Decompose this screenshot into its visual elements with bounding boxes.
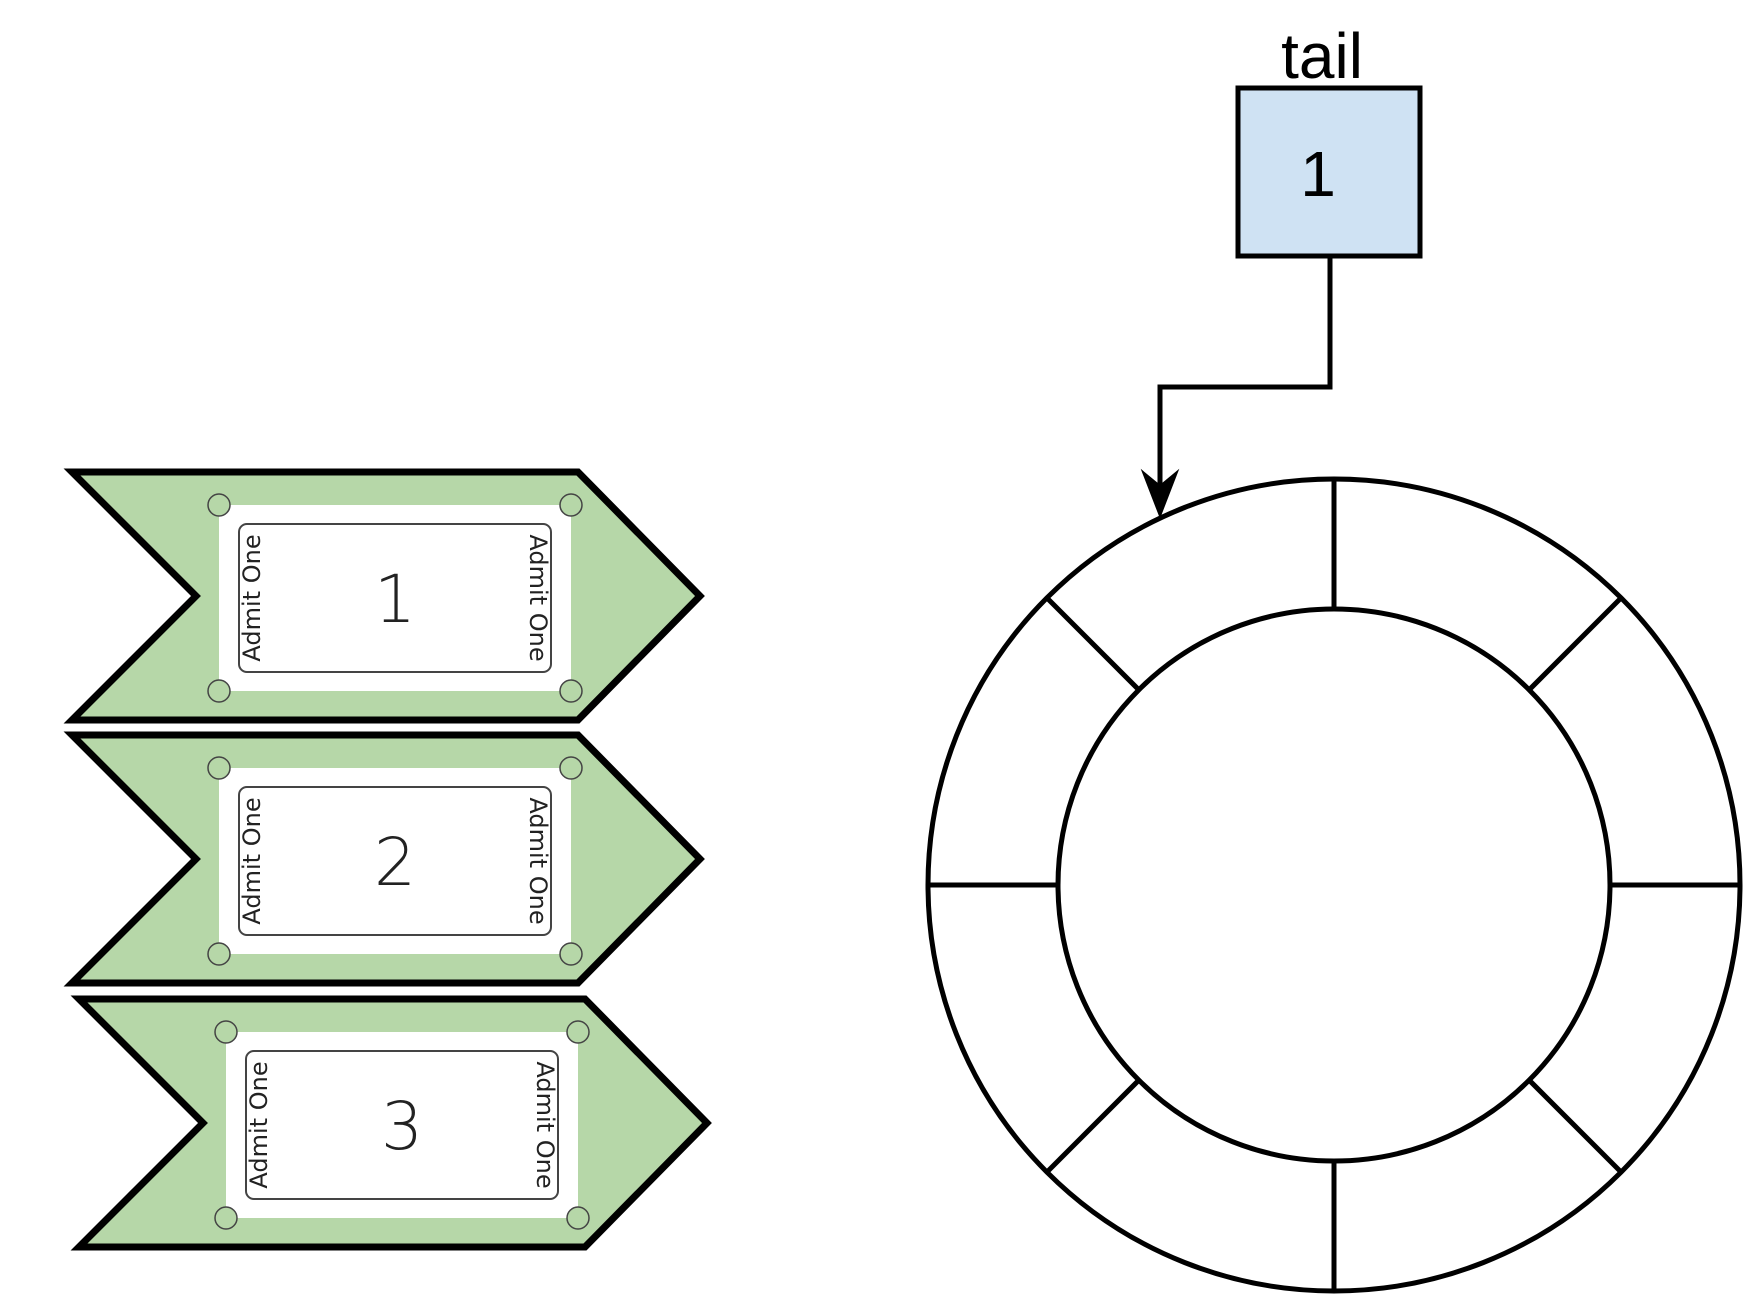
ticket-card — [219, 505, 571, 691]
ticket-corner-notch — [207, 493, 231, 517]
ticket-corner-notch — [207, 942, 231, 966]
ring-slot-divider — [1045, 596, 1141, 692]
ring-slot-divider — [1527, 1078, 1623, 1174]
ticket-chevron-3: 3 Admit One Admit One — [70, 995, 712, 1251]
ticket-right-text: Admit One — [524, 534, 552, 661]
tail-arrow-head — [1140, 468, 1180, 519]
ticket-corner-notch — [566, 1020, 590, 1044]
ticket-inner-border — [238, 786, 552, 936]
ticket-inner-border — [245, 1050, 559, 1200]
ring-buffer — [925, 476, 1743, 1294]
ticket-corner-notch — [559, 756, 583, 780]
ticket-corner-notch — [207, 679, 231, 703]
ticket-left-text: Admit One — [238, 534, 266, 661]
ticket-chevron-1: 1 Admit One Admit One — [63, 468, 705, 724]
tail-arrow-line — [1157, 256, 1333, 485]
tail-value: 1 — [1300, 138, 1336, 210]
tail-pointer: tail 1 — [1140, 20, 1423, 519]
ticket-corner-notch — [559, 942, 583, 966]
ring-slot-divider — [1527, 596, 1623, 692]
ring-dividers — [928, 479, 1740, 1291]
ticket-number: 3 — [381, 1088, 423, 1165]
ticket-left-text: Admit One — [238, 797, 266, 924]
ticket-number: 1 — [374, 561, 416, 638]
ring-inner-circle — [1055, 606, 1613, 1164]
ticket-card — [219, 768, 571, 954]
ticket-corner-notch — [214, 1206, 238, 1230]
ticket-corner-notch — [214, 1020, 238, 1044]
ticket-corner-notch — [207, 756, 231, 780]
ticket-corner-notch — [559, 493, 583, 517]
tail-label: tail — [1281, 20, 1363, 92]
ticket-corner-notch — [559, 679, 583, 703]
ticket-corner-notch — [566, 1206, 590, 1230]
ticket-inner-border — [238, 523, 552, 673]
ticket-chevron-2: 2 Admit One Admit One — [63, 731, 705, 987]
ticket-right-text: Admit One — [524, 797, 552, 924]
ticket-card — [226, 1032, 578, 1218]
tail-box — [1235, 85, 1423, 259]
ticket-number: 2 — [374, 824, 416, 901]
ticket-left-text: Admit One — [245, 1061, 273, 1188]
ticket-right-text: Admit One — [531, 1061, 559, 1188]
ring-slot-divider — [1045, 1078, 1141, 1174]
